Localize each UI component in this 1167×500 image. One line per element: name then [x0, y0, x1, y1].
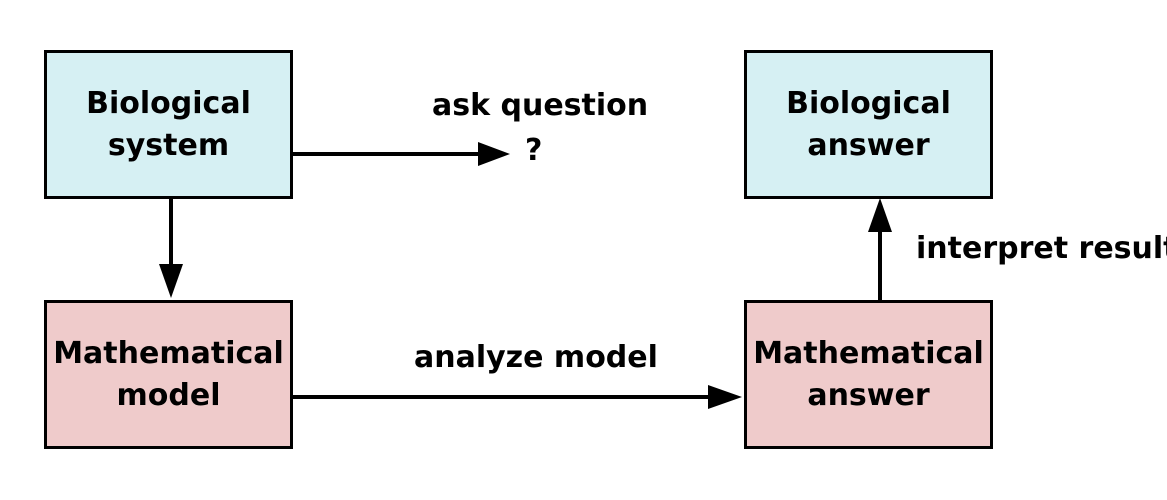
- mathematical-answer-line1: Mathematical: [753, 335, 984, 371]
- mathematical-model-line2: model: [116, 377, 221, 413]
- biological-system-line1: Biological: [86, 85, 251, 121]
- biological-answer-box: Biological answer: [744, 50, 993, 199]
- mathematical-model-box: Mathematical model: [44, 300, 293, 449]
- arrow-interpret-result: [868, 198, 892, 300]
- analyze-model-label: analyze model: [414, 340, 658, 375]
- arrow-analyze-model: [293, 385, 742, 409]
- biological-answer-line1: Biological: [786, 85, 951, 121]
- arrow-model-building: [159, 199, 183, 298]
- mathematical-answer-box: Mathematical answer: [744, 300, 993, 449]
- interpret-result-label: interpret result: [916, 231, 1167, 266]
- biological-system-box: Biological system: [44, 50, 293, 199]
- mathematical-answer-line2: answer: [807, 377, 930, 413]
- biological-system-line2: system: [107, 127, 230, 163]
- question-mark-label: ?: [525, 133, 543, 168]
- arrow-ask-question: [293, 142, 510, 166]
- mathematical-model-line1: Mathematical: [53, 335, 284, 371]
- biological-answer-line2: answer: [807, 127, 930, 163]
- ask-question-label: ask question: [432, 88, 649, 123]
